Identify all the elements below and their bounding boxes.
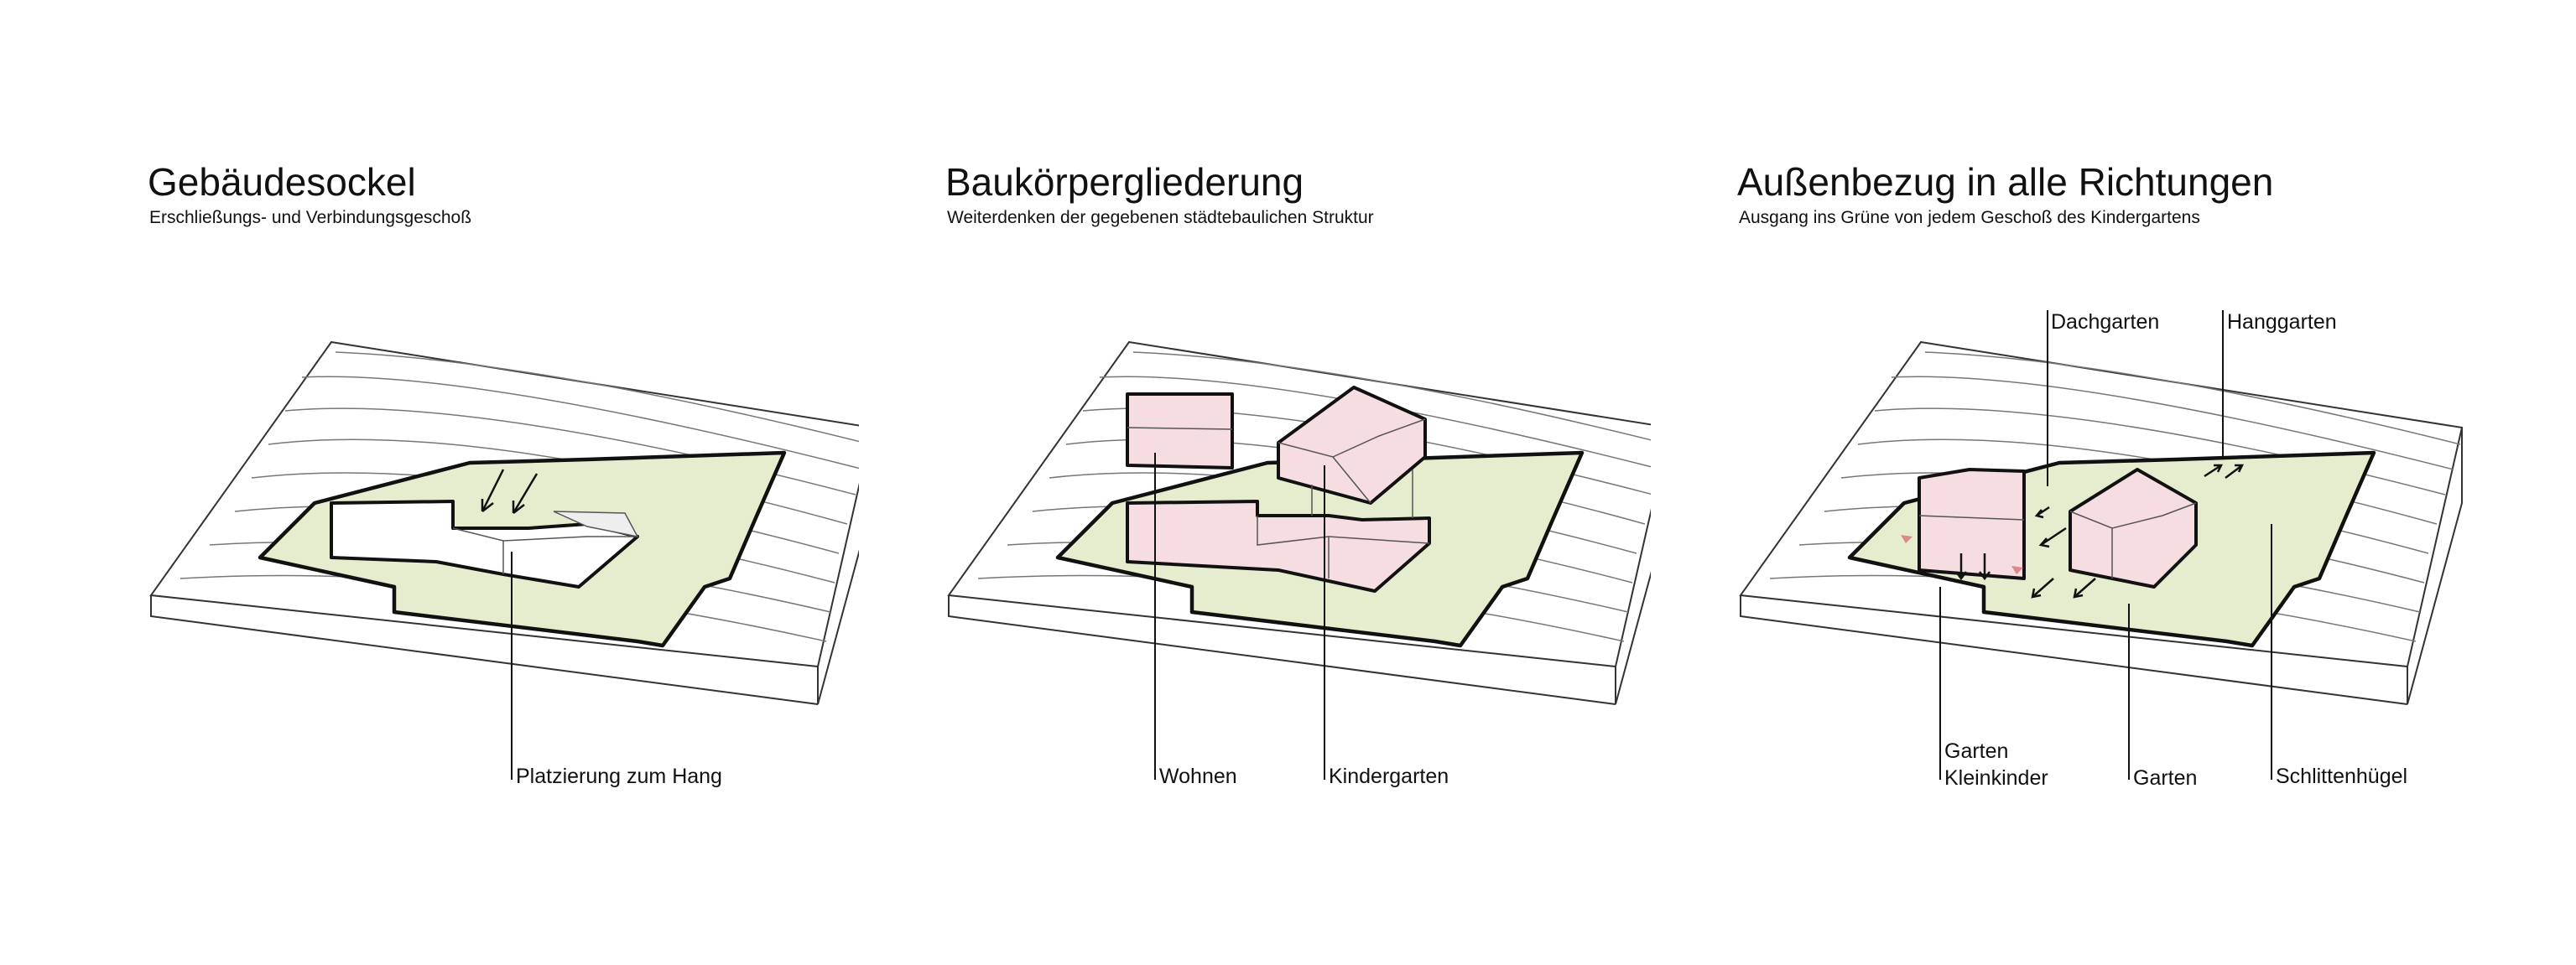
panel-title: Baukörpergliederung bbox=[945, 160, 1304, 204]
label-platzierung: Platzierung zum Hang bbox=[516, 765, 722, 788]
panel-subtitle: Ausgang ins Grüne von jedem Geschoß des … bbox=[1739, 208, 2200, 227]
volume-kindergarten bbox=[2069, 468, 2198, 589]
panel-subtitle: Erschließungs- und Verbindungsgeschoß bbox=[149, 208, 472, 227]
panel-title: Gebäudesockel bbox=[148, 160, 416, 204]
panel-subtitle: Weiterdenken der gegebenen städtebaulich… bbox=[947, 208, 1374, 227]
label-schlittenhuegel: Schlittenhügel bbox=[2276, 765, 2408, 788]
site-diagram bbox=[947, 340, 1651, 780]
panel-title: Außenbezug in alle Richtungen bbox=[1737, 160, 2274, 204]
site-diagram bbox=[1739, 310, 2464, 780]
site-diagram bbox=[149, 340, 859, 780]
label-dachgarten: Dachgarten bbox=[2051, 310, 2160, 334]
base-volume bbox=[330, 500, 639, 589]
garden-arrows bbox=[1955, 464, 2245, 599]
label-kindergarten: Kindergarten bbox=[1329, 765, 1449, 788]
access-markers bbox=[1901, 535, 2023, 574]
panel-baukoerpergliederung: Baukörpergliederung Weiterdenken der geg… bbox=[792, 0, 1651, 965]
label-garten-kleinkinder: Garten Kleinkinder bbox=[1944, 739, 2048, 790]
volume-wohnen bbox=[1918, 468, 2026, 580]
label-garten: Garten bbox=[2133, 766, 2198, 790]
direction-arrows bbox=[481, 469, 539, 514]
panel-aussenbezug: Außenbezug in alle Richtungen Ausgang in… bbox=[1584, 0, 2548, 965]
volume-kindergarten-roof bbox=[1277, 386, 1427, 505]
label-hanggarten: Hanggarten bbox=[2227, 310, 2337, 334]
label-wohnen: Wohnen bbox=[1159, 765, 1237, 788]
panel-gebaeudesockel: Gebäudesockel Erschließungs- und Verbind… bbox=[0, 0, 859, 965]
volume-wohnen bbox=[1126, 392, 1234, 470]
volume-base bbox=[1126, 470, 1431, 593]
